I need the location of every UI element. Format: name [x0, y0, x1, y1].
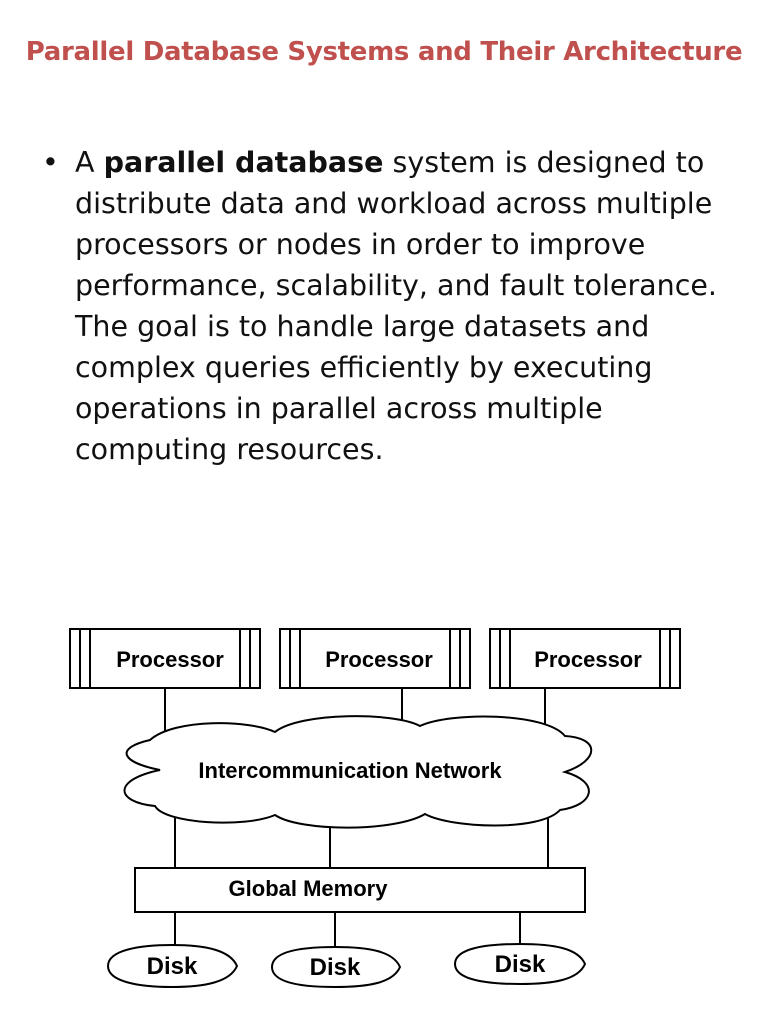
network-cloud: [123, 715, 593, 829]
bullet-text-after: system is designed to distribute data an…: [75, 146, 717, 466]
architecture-diagram: Processor Processor Processor Intercommu…: [69, 628, 681, 989]
processor-box: [69, 628, 261, 689]
disk-label: Disk: [310, 954, 361, 981]
processor-box: [489, 628, 681, 689]
disk-shape: [453, 942, 587, 986]
disk-label: Disk: [147, 953, 198, 980]
global-memory-box: [134, 867, 586, 913]
disk-shape: [106, 943, 239, 989]
bullet-bold-term: parallel database: [103, 146, 384, 179]
slide-title: Parallel Database Systems and Their Arch…: [25, 37, 743, 67]
disk-shape: [270, 945, 402, 989]
disk-label: Disk: [495, 951, 546, 978]
network-label: Intercommunication Network: [198, 758, 502, 783]
bullet-text: A parallel database system is designed t…: [75, 142, 732, 470]
global-memory-label: Global Memory: [229, 876, 389, 901]
processor-label: Processor: [325, 647, 433, 672]
bullet-marker: •: [42, 146, 59, 179]
bullet-item: • A parallel database system is designed…: [42, 142, 732, 470]
processor-box: [279, 628, 471, 689]
processor-label: Processor: [534, 647, 642, 672]
bullet-text-before: A: [75, 146, 104, 179]
processor-label: Processor: [116, 647, 224, 672]
